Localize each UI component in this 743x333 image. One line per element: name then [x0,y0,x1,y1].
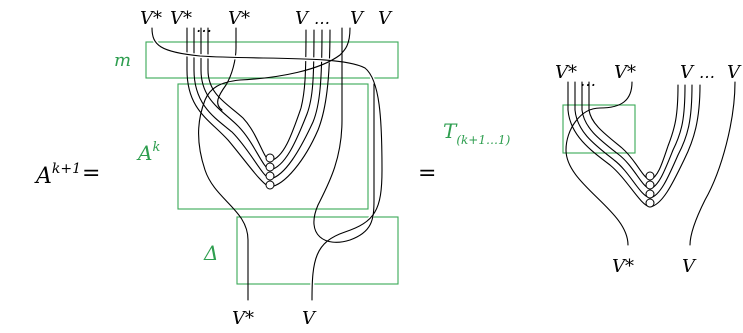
strand-dual-first [151,27,383,301]
top-label-dual-second: V* [170,8,192,29]
box-T-label: T(k+1…1) [443,119,511,147]
right-strand-dual-last [565,81,633,246]
right-cup-strand-4 [588,81,679,181]
cup-strand-4 [207,27,307,162]
lhs-label: Ak+1 [34,161,81,189]
node-3 [265,171,275,181]
box-m-label: m [114,50,131,71]
right-node-3 [645,189,655,199]
box-T-subscript: (k+1…1) [456,133,510,147]
box-delta-label: Δ [203,241,218,265]
bottom-label-v: V [302,308,317,329]
right-top-label-dual-first: V* [555,62,577,83]
right-node-2 [645,180,655,190]
right-bottom-label-dual: V* [612,256,634,277]
top-label-v-mid: V [350,8,365,29]
right-top-label-dual-last: V* [614,62,636,83]
strand-dual-last [217,27,237,111]
box-A-label: Ak [136,140,160,165]
top-label-dual-last: V* [228,8,250,29]
right-cup-strand-2 [574,81,693,199]
box-m [145,41,399,79]
strand-v-mid [313,27,375,243]
bottom-label-dual: V* [232,308,254,329]
right-top-label-v-dots: … [699,63,715,82]
strand-v-last [198,27,351,301]
left-diagram: m Ak Δ V* V* … V* V … V V V* [114,8,399,329]
box-A-exponent: k [152,140,160,155]
right-bottom-label-v: V [682,256,697,277]
box-A-k [177,83,369,210]
node-4 [265,180,275,190]
right-diagram: T(k+1…1) V* … V* V … V V* V [443,62,742,277]
equals-sign-1: = [82,161,100,186]
right-node-1 [645,171,655,181]
box-T [562,104,636,154]
right-top-label-v-last: V [727,62,742,83]
top-label-dual-first: V* [140,8,162,29]
top-label-v-last: V [378,8,393,29]
node-1 [265,153,275,163]
right-node-4 [645,198,655,208]
node-2 [265,162,275,172]
right-top-label-dual-dots: … [580,71,596,90]
top-label-v-first: V [295,8,310,29]
top-label-v-dots: … [314,9,330,28]
right-top-label-v-first: V [680,62,695,83]
box-delta [236,216,399,285]
top-label-dual-dots: … [196,17,212,36]
lhs-exponent: k+1 [52,161,81,177]
equals-sign-2: = [418,161,436,186]
right-strand-v-last [689,81,736,246]
